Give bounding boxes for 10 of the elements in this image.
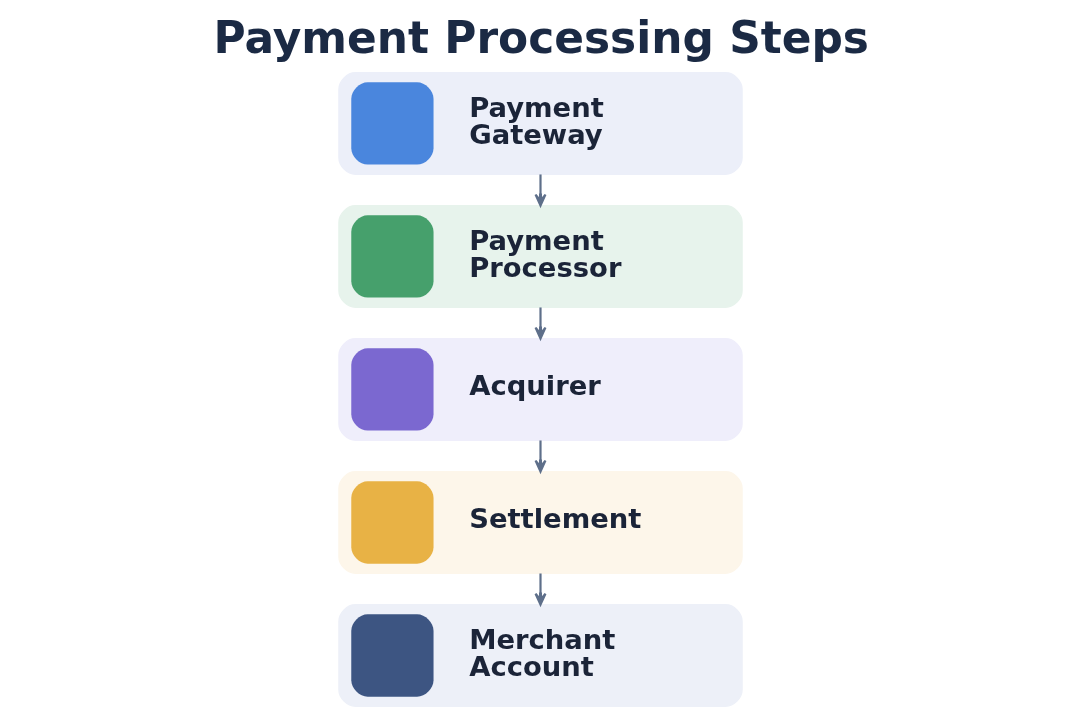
diagram-title: Payment Processing Steps [212, 11, 869, 63]
node-box: Payment Gateway [337, 72, 743, 175]
node-box: Settlement [337, 471, 743, 574]
arrow [533, 174, 547, 207]
node-box: Merchant Account [337, 604, 743, 707]
arrow [533, 307, 547, 340]
node-box: Payment Processor [337, 205, 743, 308]
arrow [533, 573, 547, 606]
node-box: Acquirer [337, 338, 743, 441]
arrow [533, 440, 547, 473]
